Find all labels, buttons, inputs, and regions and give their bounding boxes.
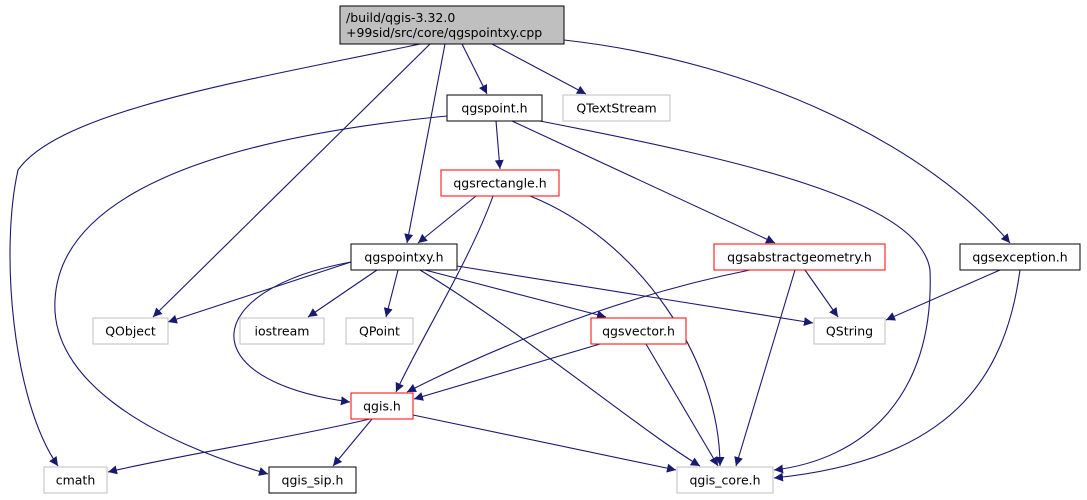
edge-qgsrectangle-to-qgis xyxy=(395,195,494,393)
node-label-qstring: QString xyxy=(826,324,873,339)
edge-root-to-qgspointxy xyxy=(404,43,446,244)
edge-qgsabstractgeometry-to-qgis xyxy=(406,269,751,393)
edge-qgis-to-cmath xyxy=(107,418,371,475)
node-label-iostream: iostream xyxy=(255,324,310,339)
edge-qgsabstractgeometry-to-qstring xyxy=(804,269,839,318)
node-box-qgsvector xyxy=(590,317,687,345)
node-qgspoint[interactable]: qgspoint.h xyxy=(446,94,543,122)
node-qgis_core: qgis_core.h xyxy=(676,466,774,494)
node-qgsabstractgeometry[interactable]: qgsabstractgeometry.h xyxy=(713,243,886,271)
edge-qgis-to-qgis_sip xyxy=(332,418,373,467)
node-box-qobject xyxy=(92,317,169,345)
edge-qgspointxy-to-qobject xyxy=(167,261,352,324)
node-qtextstream: QTextStream xyxy=(562,94,671,122)
node-label-qgspoint: qgspoint.h xyxy=(461,101,527,116)
edge-qgspoint-to-qgis_core xyxy=(539,120,931,474)
edge-qgis-to-qgis_core xyxy=(412,414,677,473)
node-box-qgspoint xyxy=(446,94,543,122)
node-iostream: iostream xyxy=(239,317,325,345)
node-box-qgis xyxy=(350,392,414,420)
edge-root-to-qgspoint xyxy=(461,43,488,95)
node-box-qgsrectangle xyxy=(440,169,560,197)
node-label-qgis_core: qgis_core.h xyxy=(689,473,760,488)
node-qgis[interactable]: qgis.h xyxy=(350,392,414,420)
edge-qgspoint-to-qgsrectangle xyxy=(494,120,504,170)
node-label-qgspointxy: qgspointxy.h xyxy=(364,250,443,265)
node-box-qgis_core xyxy=(676,466,774,494)
node-label-qgis: qgis.h xyxy=(363,399,401,414)
node-label-root-line-1: /build/qgis-3.32.0 xyxy=(346,10,455,25)
edge-qgspointxy-to-qpoint xyxy=(383,269,399,318)
node-qpoint: QPoint xyxy=(345,317,414,345)
node-label-qpoint: QPoint xyxy=(359,324,400,339)
node-label-cmath: cmath xyxy=(56,473,96,488)
node-box-qgis_sip xyxy=(268,466,357,494)
node-box-qgsabstractgeometry xyxy=(713,243,886,271)
node-box-qstring xyxy=(813,317,886,345)
node-box-root xyxy=(339,5,565,45)
edge-qgspointxy-to-iostream xyxy=(307,269,378,318)
edge-root-to-qgsexception xyxy=(563,39,1011,244)
node-qobject: QObject xyxy=(92,317,169,345)
node-label-qgsvector: qgsvector.h xyxy=(602,324,675,339)
node-label-qgis_sip: qgis_sip.h xyxy=(282,473,344,488)
node-label-qobject: QObject xyxy=(105,324,156,339)
edge-qgspointxy-to-qstring xyxy=(456,265,814,327)
node-label-qgsabstractgeometry: qgsabstractgeometry.h xyxy=(727,250,872,265)
edge-qgsabstractgeometry-to-qgis_core xyxy=(734,269,796,467)
node-label-qgsrectangle: qgsrectangle.h xyxy=(453,176,546,191)
node-box-qpoint xyxy=(345,317,414,345)
edge-qgsexception-to-qgis_core xyxy=(773,269,1021,482)
node-root[interactable]: /build/qgis-3.32.0+99sid/src/core/qgspoi… xyxy=(339,5,565,45)
edge-qgsrectangle-to-qgis_core xyxy=(529,195,725,467)
node-label-root-line-2: +99sid/src/core/qgspointxy.cpp xyxy=(346,25,542,40)
edge-qgspoint-to-qgis_sip xyxy=(54,115,448,476)
edge-qgspoint-to-qgsabstractgeometry xyxy=(511,120,776,244)
node-box-qtextstream xyxy=(562,94,671,122)
node-label-qgsexception: qgsexception.h xyxy=(972,250,1067,265)
node-qgis_sip[interactable]: qgis_sip.h xyxy=(268,466,357,494)
node-qgsexception[interactable]: qgsexception.h xyxy=(959,243,1081,271)
nodes-layer: /build/qgis-3.32.0+99sid/src/core/qgspoi… xyxy=(43,5,1081,494)
edge-root-to-qtextstream xyxy=(491,43,587,95)
node-box-qgsexception xyxy=(959,243,1081,271)
edge-qgsexception-to-qstring xyxy=(885,269,1001,321)
node-box-qgspointxy xyxy=(350,243,458,271)
edge-qgsvector-to-qgis_core xyxy=(645,343,719,467)
edge-qgspointxy-to-qgis_core xyxy=(419,269,701,467)
node-label-qtextstream: QTextStream xyxy=(576,101,656,116)
edge-qgsvector-to-qgis xyxy=(413,343,601,401)
edge-qgspointxy-to-qgis xyxy=(233,261,352,406)
node-box-cmath xyxy=(43,466,108,494)
node-qstring: QString xyxy=(813,317,886,345)
node-box-iostream xyxy=(239,317,325,345)
node-qgsvector[interactable]: qgsvector.h xyxy=(590,317,687,345)
edge-root-to-cmath xyxy=(9,43,421,467)
node-qgsrectangle[interactable]: qgsrectangle.h xyxy=(440,169,560,197)
edge-root-to-qobject xyxy=(152,43,431,318)
node-qgspointxy[interactable]: qgspointxy.h xyxy=(350,243,458,271)
edges-layer xyxy=(9,39,1021,482)
node-cmath: cmath xyxy=(43,466,108,494)
edge-qgspointxy-to-qgsvector xyxy=(424,269,607,320)
edge-qgsrectangle-to-qgspointxy xyxy=(417,195,477,244)
